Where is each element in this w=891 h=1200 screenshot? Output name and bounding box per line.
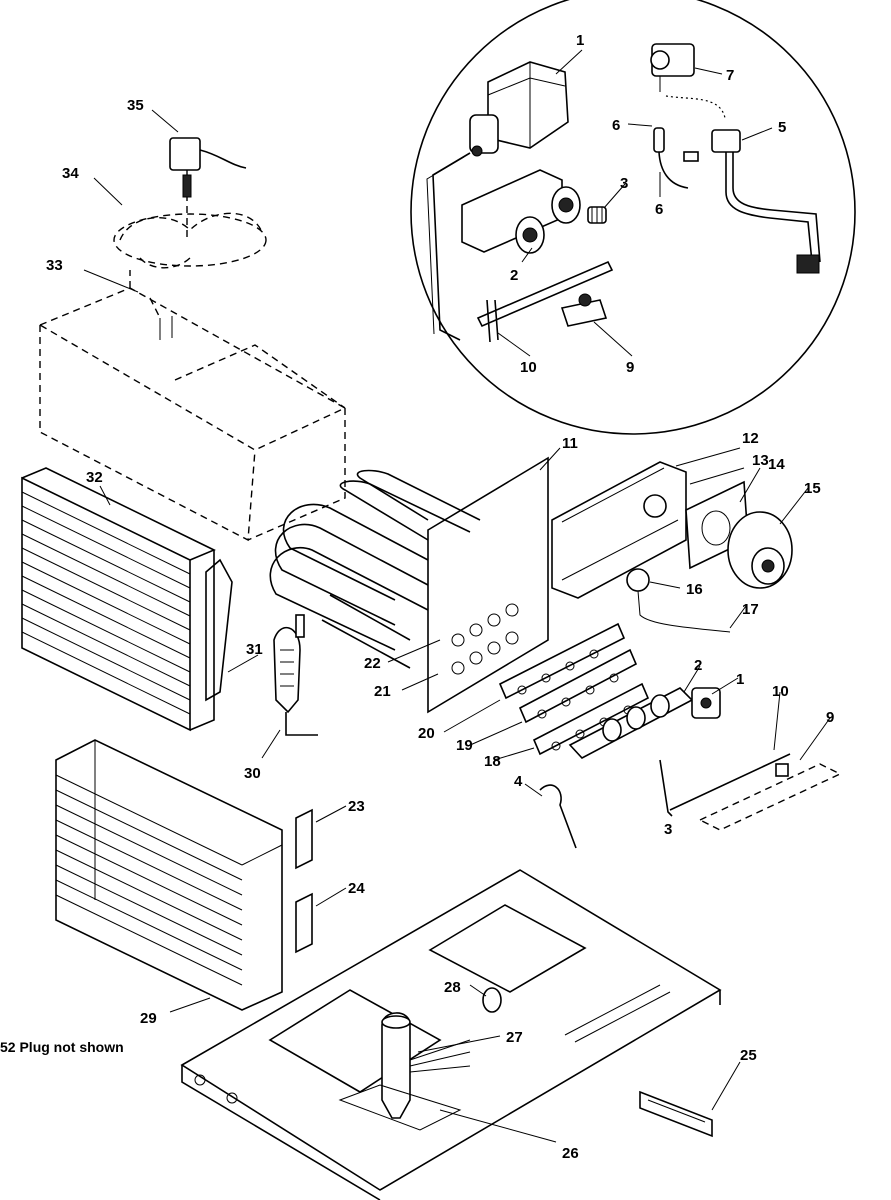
callout-30: 30 [244, 765, 261, 782]
compressor-part [338, 1012, 471, 1131]
callout-15: 15 [804, 480, 821, 497]
callout-33: 33 [46, 257, 63, 274]
fan-motor-part [169, 137, 247, 240]
callout-5: 5 [778, 119, 786, 136]
callout-7: 7 [726, 67, 734, 84]
collector-box-part [551, 461, 687, 599]
limit-switch-part [560, 293, 608, 327]
callout-1-top: 1 [576, 32, 584, 49]
igniter-part [683, 129, 821, 274]
condenser-coil-part [21, 467, 233, 732]
gas-valve-lower-part [691, 687, 721, 719]
callout-19: 19 [456, 737, 473, 754]
callout-21: 21 [374, 683, 391, 700]
callout-26: 26 [562, 1145, 579, 1162]
leader-lines [83, 109, 831, 1143]
callout-6-lower: 6 [655, 201, 663, 218]
top-cover-part [38, 270, 347, 542]
callout-13: 13 [752, 452, 769, 469]
rollout-switch-part [626, 568, 731, 633]
bracket-lower-part [295, 892, 313, 954]
base-pan-part [180, 869, 722, 1200]
callout-20: 20 [418, 725, 435, 742]
callout-29: 29 [140, 1010, 157, 1027]
callout-12: 12 [742, 430, 759, 447]
plug-note: 52 Plug not shown [0, 1039, 124, 1055]
burner-row-part [568, 687, 694, 759]
inducer-blower-part [727, 511, 793, 589]
callout-2-low: 2 [694, 657, 702, 674]
flame-sensor-part [486, 299, 499, 343]
filter-drier-part [482, 987, 502, 1013]
callout-28: 28 [444, 979, 461, 996]
callout-18: 18 [484, 753, 501, 770]
callout-32: 32 [86, 469, 103, 486]
fan-blade-part [113, 212, 267, 269]
callout-14: 14 [768, 456, 785, 473]
heat-exchanger-tubes [269, 469, 481, 669]
burner-orifice-part [461, 169, 581, 254]
callout-25: 25 [740, 1047, 757, 1064]
bracket-upper-part [295, 808, 313, 870]
detail-circle [410, 0, 856, 435]
callout-4: 4 [514, 773, 523, 790]
callout-10-low: 10 [772, 683, 789, 700]
callout-2-top: 2 [510, 267, 518, 284]
tubing-part [653, 127, 689, 189]
callout-9-low: 9 [826, 709, 834, 726]
callout-27: 27 [506, 1029, 523, 1046]
gas-valve-part [469, 61, 569, 157]
pressure-switch-part [650, 43, 726, 119]
gas-pipe-part [539, 759, 673, 849]
burner-assembly-part [498, 622, 650, 756]
orifice-fitting-part [587, 206, 607, 224]
wrap-coil-part [55, 739, 283, 1011]
gas-supply-pipe [432, 152, 471, 341]
callout-16: 16 [686, 581, 703, 598]
callout-3-top: 3 [620, 175, 628, 192]
service-valve-part [273, 614, 318, 736]
callout-24: 24 [348, 880, 365, 897]
exchanger-ports [451, 603, 519, 675]
callout-17: 17 [742, 601, 759, 618]
callout-labels: 1 7 6 5 3 6 2 10 9 35 34 33 32 31 30 11 … [46, 32, 834, 1162]
callout-35: 35 [127, 97, 144, 114]
callout-34: 34 [62, 165, 79, 182]
rail-bracket-part [639, 1090, 713, 1138]
manifold-lower-part [669, 753, 842, 831]
manifold-rail [476, 260, 614, 328]
callout-3-low: 3 [664, 821, 672, 838]
callout-11: 11 [562, 435, 578, 452]
callout-31: 31 [246, 641, 263, 658]
callout-10-top: 10 [520, 359, 537, 376]
callout-23: 23 [348, 798, 365, 815]
heat-exchanger-part [269, 456, 549, 714]
callout-1-low: 1 [736, 671, 744, 688]
coil-fins [21, 491, 191, 715]
callout-22: 22 [364, 655, 381, 672]
callout-6-upper: 6 [612, 117, 620, 134]
callout-9-top: 9 [626, 359, 634, 376]
